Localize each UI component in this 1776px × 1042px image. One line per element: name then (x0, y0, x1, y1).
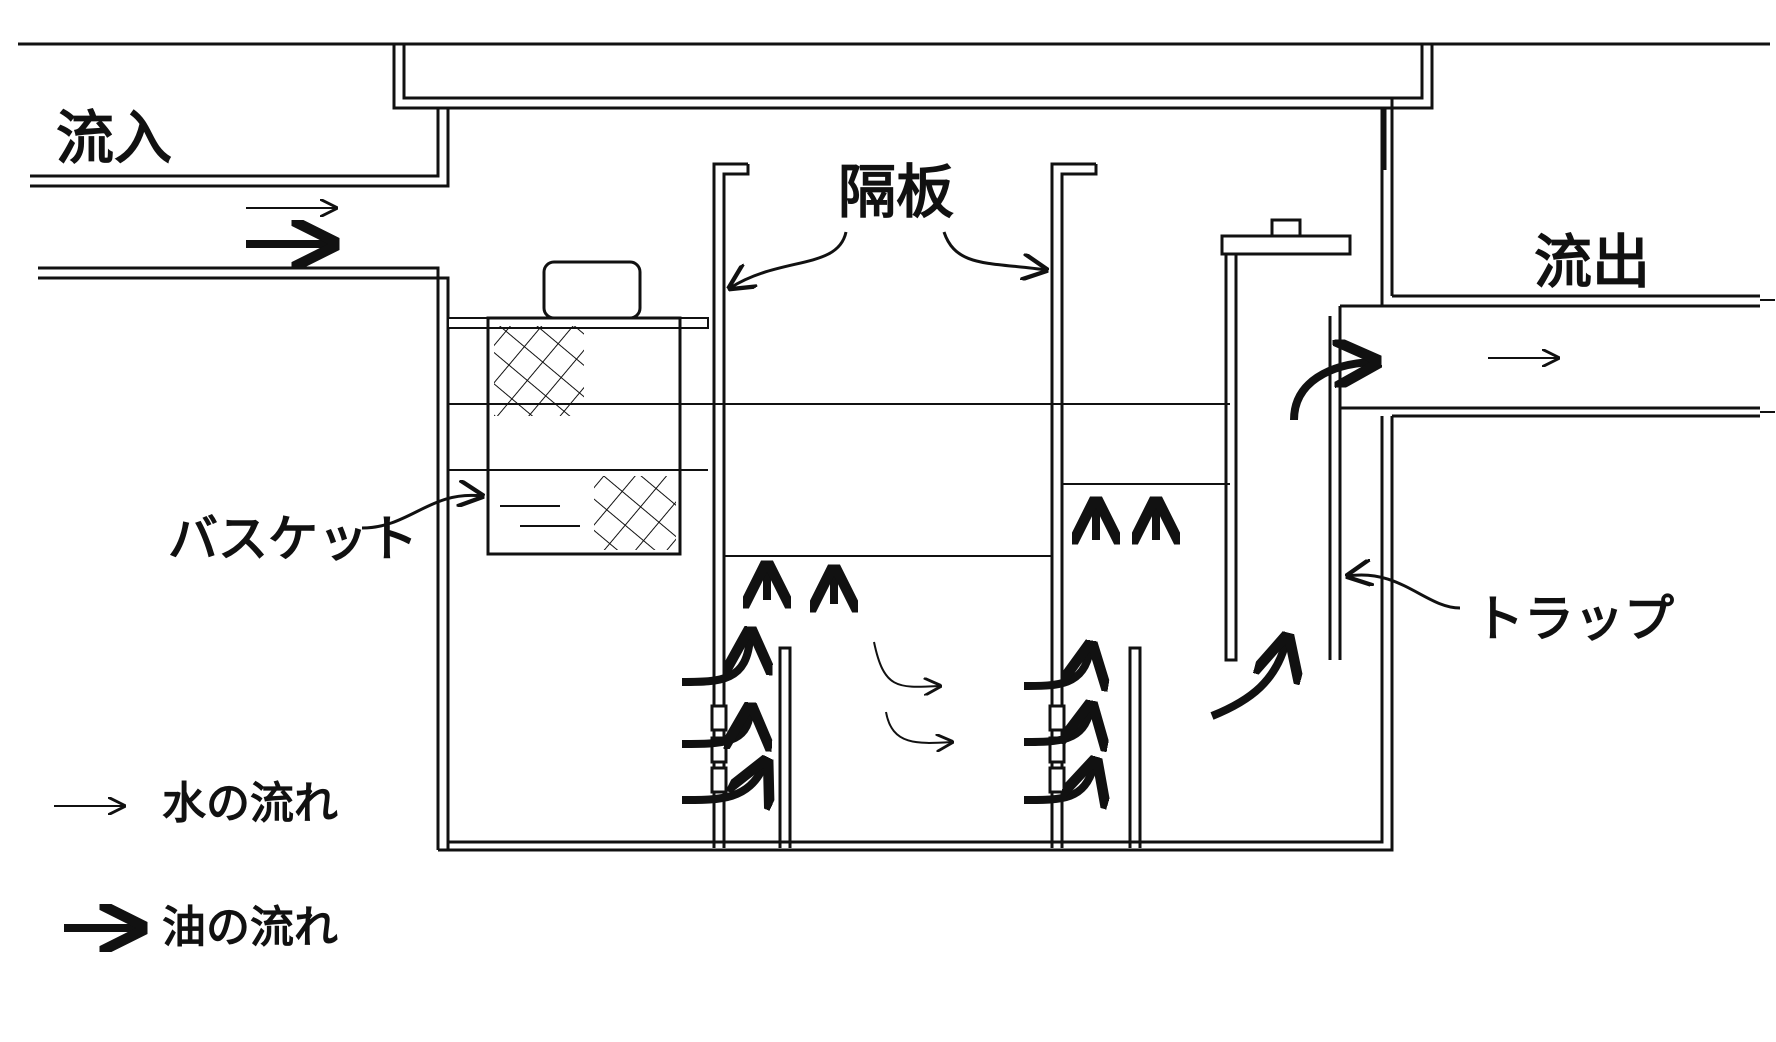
ground-and-lid (18, 42, 1770, 170)
basket-mesh-top (494, 326, 584, 416)
basket-mesh-bottom (594, 476, 676, 550)
basket-label: バスケット (168, 510, 418, 568)
partition-pointer-left (730, 231, 848, 288)
oil-flow-arrows (64, 244, 1372, 928)
partition-label: 隔板 (838, 158, 954, 226)
trap-pointer (1348, 575, 1461, 610)
basket-lid (542, 260, 642, 320)
trap-label: トラップ (1474, 590, 1674, 648)
inflow-label: 流入 (56, 104, 172, 172)
water-levels (448, 403, 1230, 557)
legend-water-label: 水の流れ (162, 778, 338, 829)
basket-frame (486, 316, 682, 556)
outflow-pipe (1328, 294, 1775, 660)
trap (1220, 218, 1352, 662)
partition-pointer-right (942, 231, 1046, 270)
basket-pointer (361, 495, 482, 530)
water-flow-arrows (54, 208, 1558, 806)
basket (447, 260, 709, 556)
legend-oil-label: 油の流れ (162, 902, 338, 953)
outflow-label: 流出 (1534, 228, 1650, 296)
tank-body (438, 98, 1394, 852)
inflow-pipe (30, 108, 450, 850)
pointer-lines (361, 231, 1461, 610)
